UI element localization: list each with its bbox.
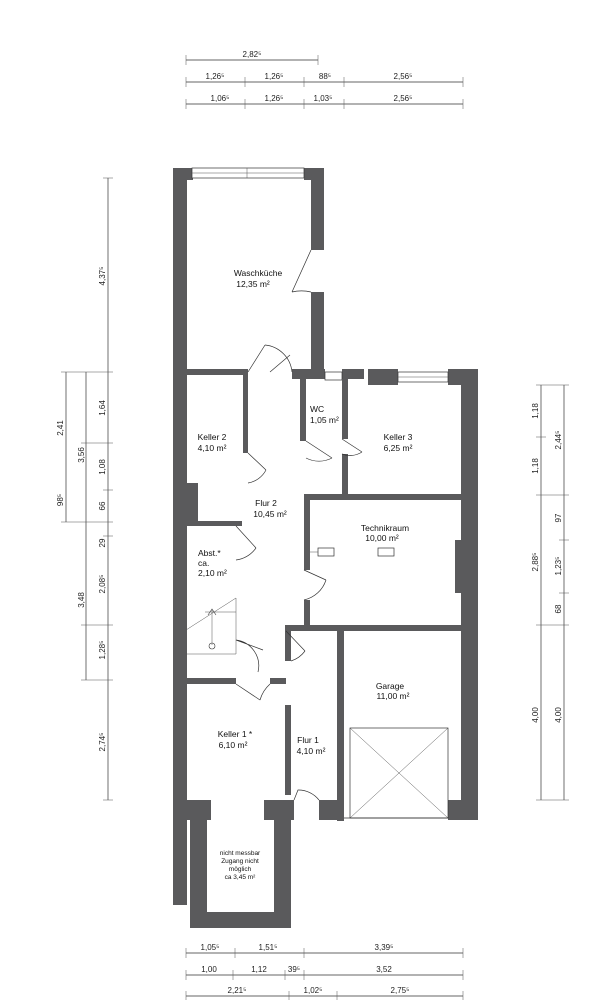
dim-left-348: 3,48 — [77, 592, 86, 608]
room-flur1-area: 4,10 m² — [297, 746, 326, 756]
dim-right-97: 97 — [554, 513, 563, 522]
dim-bottom-r3-3: 2,75⁵ — [391, 986, 410, 995]
dim-top-r3-2: 1,26⁵ — [265, 94, 284, 103]
left-dimensions: 98⁵ 2,41 3,48 3,56 2,08⁵ 1,28⁵ 4,37⁵ 1,6… — [56, 177, 113, 801]
room-wc-name: WC — [310, 404, 324, 414]
room-waschkueche-area: 12,35 m² — [236, 279, 270, 289]
room-keller3-name: Keller 3 — [384, 432, 413, 442]
room-waschkueche-name: Waschküche — [234, 268, 283, 278]
access-note-line1: nicht messbar — [220, 850, 261, 857]
dim-left-164: 1,64 — [98, 400, 107, 416]
dim-right-400a: 4,00 — [531, 707, 540, 723]
walls — [173, 167, 478, 928]
dim-right-400b: 4,00 — [554, 707, 563, 723]
room-keller2-name: Keller 2 — [198, 432, 227, 442]
dim-left-985: 98⁵ — [56, 494, 65, 506]
dim-top-r2-4: 2,56⁵ — [394, 72, 413, 81]
dim-top-r2-1: 1,26⁵ — [206, 72, 225, 81]
dim-left-2745: 2,74⁵ — [98, 733, 107, 752]
dim-left-108: 1,08 — [98, 459, 107, 475]
room-labels: Waschküche 12,35 m² WC 1,05 m² Keller 2 … — [198, 268, 413, 881]
dim-left-356: 3,56 — [77, 447, 86, 463]
room-keller1-name: Keller 1 * — [218, 729, 253, 739]
right-dimensions: 1,18 1,18 2,88⁵ 4,00 2,44⁵ 97 1,23⁵ 68 4… — [531, 384, 569, 801]
dim-bottom-r2-1: 1,00 — [201, 965, 217, 974]
dim-left-241: 2,41 — [56, 420, 65, 436]
dim-top-total: 2,82⁵ — [243, 50, 262, 59]
dim-bottom-r3-1: 2,21⁵ — [228, 986, 247, 995]
room-technikraum-name: Technikraum — [361, 523, 409, 533]
doors — [235, 249, 363, 801]
dim-right-2445: 2,44⁵ — [554, 431, 563, 450]
dim-bottom-r1-1: 1,05⁵ — [201, 943, 220, 952]
technikraum-fixtures — [310, 547, 395, 557]
dim-bottom-r3-2: 1,02⁵ — [304, 986, 323, 995]
dim-bottom-r2-3: 39⁵ — [288, 965, 300, 974]
dim-bottom-r2-4: 3,52 — [376, 965, 392, 974]
bottom-dimensions: 1,05⁵ 1,51⁵ 3,39⁵ 1,00 1,12 39⁵ 3,52 2,2… — [185, 943, 464, 1000]
dim-right-1235: 1,23⁵ — [554, 557, 563, 576]
access-note-line2: Zugang nicht — [221, 858, 259, 865]
top-dimensions: 2,82⁵ 1,26⁵ 1,26⁵ 88⁵ 2,56⁵ 1,06⁵ 1,26⁵ … — [185, 50, 464, 109]
dim-right-2885: 2,88⁵ — [531, 553, 540, 572]
dim-bottom-r1-2: 1,51⁵ — [259, 943, 278, 952]
dim-top-r3-1: 1,06⁵ — [211, 94, 230, 103]
access-note-line3: möglich — [229, 866, 252, 873]
dim-top-r3-3: 1,03⁵ — [314, 94, 333, 103]
room-flur2-area: 10,45 m² — [253, 509, 287, 519]
stairs — [185, 597, 237, 655]
dim-top-r2-3: 88⁵ — [319, 72, 331, 81]
garage-void — [349, 727, 449, 819]
dim-bottom-r2-2: 1,12 — [251, 965, 267, 974]
room-abst-name: Abst.* — [198, 548, 221, 558]
room-abst-line2: ca. — [198, 558, 209, 568]
dim-bottom-r1-3: 3,39⁵ — [375, 943, 394, 952]
room-technikraum-area: 10,00 m² — [365, 533, 399, 543]
dim-right-118a: 1,18 — [531, 403, 540, 419]
dim-top-r2-2: 1,26⁵ — [265, 72, 284, 81]
room-wc-area: 1,05 m² — [310, 415, 339, 425]
dim-top-r3-4: 2,56⁵ — [394, 94, 413, 103]
access-note-line4: ca 3,45 m² — [225, 874, 257, 881]
dim-right-118b: 1,18 — [531, 458, 540, 474]
room-garage-name: Garage — [376, 681, 405, 691]
dim-left-4375: 4,37⁵ — [98, 267, 107, 286]
room-flur1-name: Flur 1 — [297, 735, 319, 745]
room-garage-area: 11,00 m² — [377, 691, 410, 701]
room-flur2-name: Flur 2 — [255, 498, 277, 508]
room-keller1-area: 6,10 m² — [219, 740, 248, 750]
room-keller2-area: 4,10 m² — [198, 443, 227, 453]
dim-left-66: 66 — [98, 501, 107, 510]
dim-left-1285: 1,28⁵ — [98, 641, 107, 660]
room-abst-area: 2,10 m² — [198, 568, 227, 578]
room-keller3-area: 6,25 m² — [384, 443, 413, 453]
dim-left-2085: 2,08⁵ — [98, 575, 107, 594]
dim-left-29: 29 — [98, 538, 107, 547]
dim-right-68: 68 — [554, 604, 563, 613]
